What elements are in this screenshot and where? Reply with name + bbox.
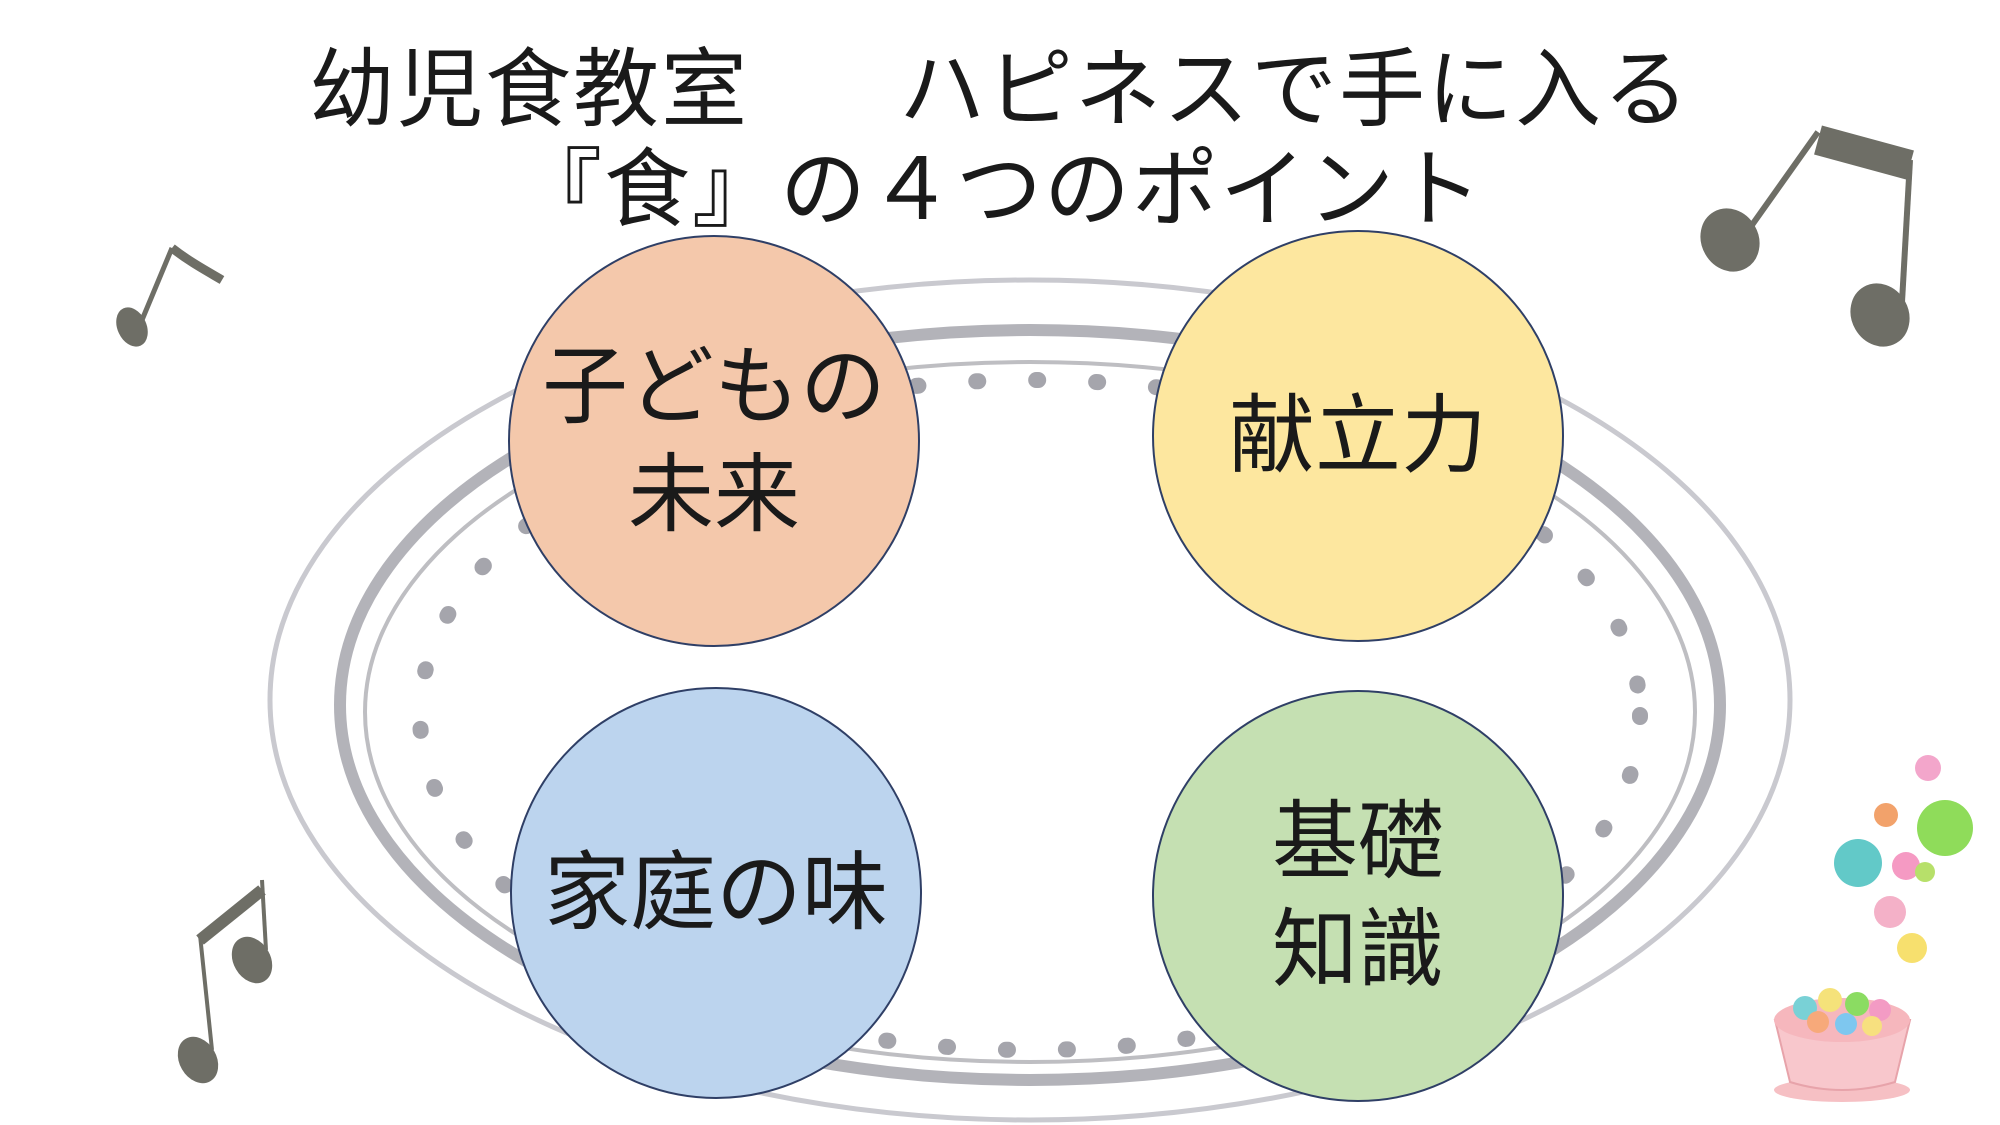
point-circle-basic-knowledge: 基礎 知識 xyxy=(1152,690,1564,1102)
point-circle-future: 子どもの 未来 xyxy=(508,235,920,647)
point-label: 基礎 知識 xyxy=(1272,792,1444,1000)
point-circle-home-taste: 家庭の味 xyxy=(510,687,922,1099)
point-label: 子どもの 未来 xyxy=(542,337,886,545)
slide-title-line1: 幼児食教室 ハピネスで手に入る xyxy=(0,40,2000,140)
title-part1: 幼児食教室 xyxy=(309,40,749,140)
slide-title-line2: 『食』の４つのポイント xyxy=(516,140,1484,240)
point-circle-menu-planning: 献立力 xyxy=(1152,230,1564,642)
point-label: 家庭の味 xyxy=(544,843,888,943)
point-label: 献立力 xyxy=(1229,386,1487,486)
title-part2: ハピネスで手に入る xyxy=(899,40,1691,140)
